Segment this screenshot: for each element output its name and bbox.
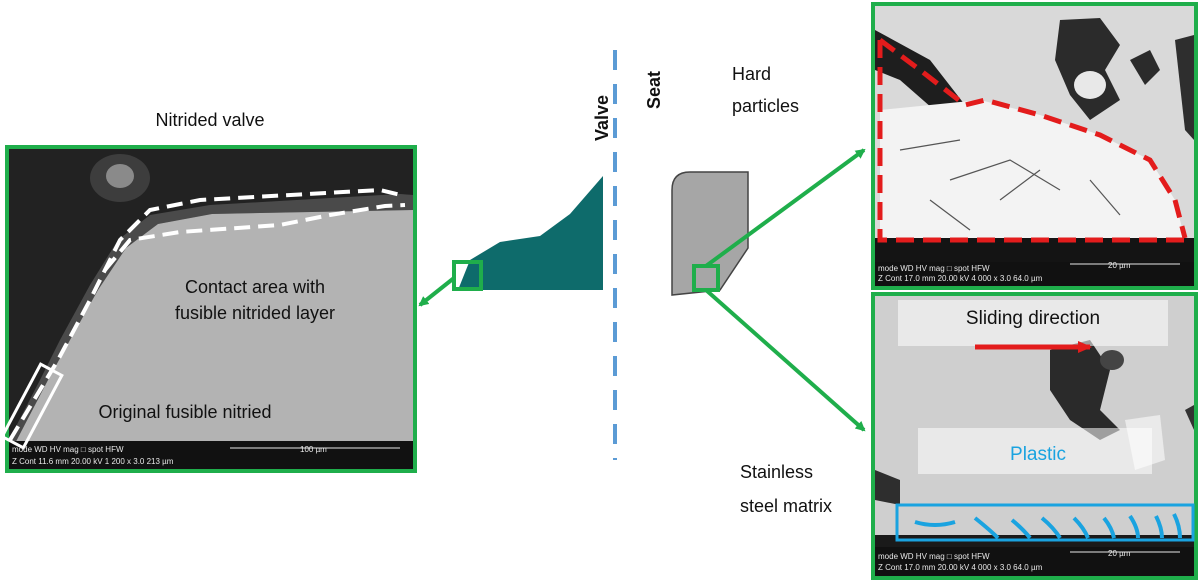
seat-axis-label: Seat xyxy=(644,71,664,109)
contact-area-line2: fusible nitrided layer xyxy=(175,303,335,323)
left-sem-scale: 100 µm xyxy=(300,445,327,454)
hard-particles-line1: Hard xyxy=(732,64,771,84)
arrow-to-bottom-right-image xyxy=(704,288,866,432)
bottom-right-sem-header: mode WD HV mag □ spot HFW xyxy=(878,552,990,561)
arrow-to-left-image xyxy=(418,276,456,307)
original-layer-label: Original fusible nitried xyxy=(98,402,271,422)
left-sem-header: mode WD HV mag □ spot HFW xyxy=(12,445,124,454)
bottom-right-sem-values: Z Cont 17.0 mm 20.00 kV 4 000 x 3.0 64.0… xyxy=(878,563,1043,572)
plastic-zone-box xyxy=(895,503,1195,542)
contact-area-line1: Contact area with xyxy=(185,277,325,297)
sliding-direction-label: Sliding direction xyxy=(966,308,1100,329)
left-sem-image: mode WD HV mag □ spot HFW Z Cont 11.6 mm… xyxy=(0,145,417,473)
top-right-sem-scale: 20 µm xyxy=(1108,261,1131,270)
valve-shape xyxy=(458,176,603,290)
bottom-right-sem-image: Sliding direction Plastic mode WD HV mag… xyxy=(871,292,1198,580)
plastic-flow-lines xyxy=(914,513,1182,540)
left-sem-values: Z Cont 11.6 mm 20.00 kV 1 200 x 3.0 213 … xyxy=(12,457,174,466)
seat-shape xyxy=(671,171,749,296)
valve-zoom-box xyxy=(452,260,483,291)
arrow-to-top-right-image xyxy=(704,148,866,268)
top-right-sem-image: mode WD HV mag □ spot HFW Z Cont 17.0 mm… xyxy=(871,2,1198,290)
hard-particles-line2: particles xyxy=(732,96,799,116)
valve-seat-schematic: Valve Seat xyxy=(452,50,749,460)
stainless-line2: steel matrix xyxy=(740,496,832,516)
nitrided-valve-title: Nitrided valve xyxy=(155,110,264,130)
top-right-sem-header: mode WD HV mag □ spot HFW xyxy=(878,264,990,273)
valve-axis-label: Valve xyxy=(592,95,612,141)
bottom-right-sem-scale: 20 µm xyxy=(1108,549,1131,558)
plastic-label: Plastic xyxy=(1010,444,1066,465)
top-right-sem-values: Z Cont 17.0 mm 20.00 kV 4 000 x 3.0 64.0… xyxy=(878,274,1043,283)
stainless-line1: Stainless xyxy=(740,462,813,482)
